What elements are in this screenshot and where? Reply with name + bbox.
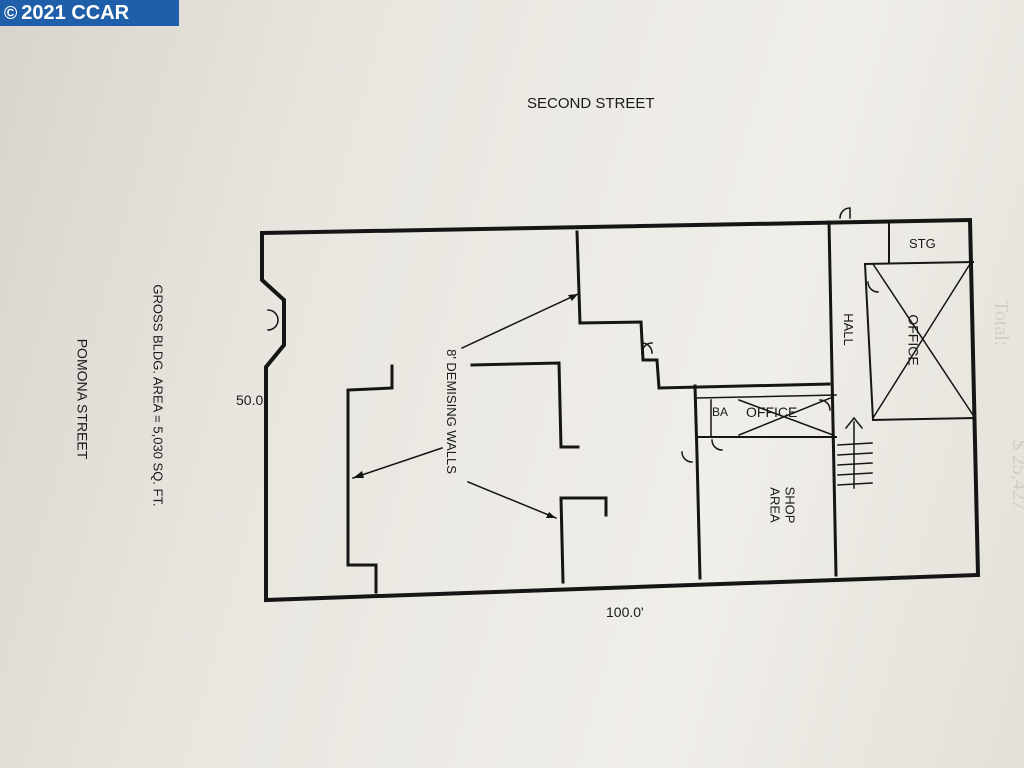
dimension-length: 100.0' <box>606 604 644 620</box>
street-label-top: SECOND STREET <box>527 95 655 112</box>
wall-hall-left <box>827 220 838 577</box>
leader-arrowhead <box>353 471 364 478</box>
demising-wall-lower <box>559 496 608 584</box>
wall-office-upper <box>863 262 977 422</box>
leader-line <box>467 481 557 519</box>
gross-area-label: GROSS BLDG. AREA = 5,030 SQ. FT. <box>150 284 166 507</box>
leader-arrowhead <box>546 512 556 518</box>
door-swing-icon <box>867 281 879 293</box>
street-label-left: POMONA STREET <box>74 338 91 460</box>
wall-upper-suite <box>575 230 831 390</box>
wall-stg-bottom <box>863 260 975 266</box>
dimension-width: 50.0' <box>236 392 266 408</box>
copyright-icon: © <box>4 2 18 23</box>
office-lower-cross <box>738 396 834 436</box>
entry-double-door-icon <box>267 309 279 331</box>
leader-line <box>461 293 579 349</box>
room-label-stg: STG <box>909 236 936 251</box>
door-swing-icon <box>711 439 723 451</box>
watermark-text: 2021 CCAR <box>21 1 130 24</box>
door-swing-icon <box>819 399 831 411</box>
room-label-ba: BA <box>712 405 729 419</box>
demising-walls-annotation: 8' DEMISING WALLS <box>443 349 459 474</box>
demising-wall-middle <box>470 361 580 449</box>
leader-arrowhead <box>568 294 578 301</box>
room-label-office-lower: OFFICE <box>746 404 798 420</box>
door-swing-icon <box>681 451 693 463</box>
outer-walls <box>260 217 981 603</box>
leader-line <box>352 447 443 479</box>
room-label-hall: HALL <box>840 313 856 346</box>
wall-shop-left <box>695 453 702 580</box>
room-label-office-upper: OFFICE <box>905 314 922 366</box>
stairs-arrow-icon <box>844 416 864 430</box>
double-door-icon <box>641 342 653 354</box>
wall-ba-left <box>693 384 699 457</box>
stairs-icon <box>837 421 873 489</box>
office-upper-cross <box>871 262 977 420</box>
door-swing-icon <box>839 207 851 219</box>
wall-office-lower-top <box>696 394 837 399</box>
room-label-shop-area: SHOP AREA <box>767 487 797 524</box>
demising-wall-left <box>346 364 394 594</box>
ccar-watermark: © 2021 CCAR <box>0 0 179 26</box>
shop-area-line2: AREA <box>767 487 783 523</box>
shop-area-line1: SHOP <box>782 486 798 524</box>
